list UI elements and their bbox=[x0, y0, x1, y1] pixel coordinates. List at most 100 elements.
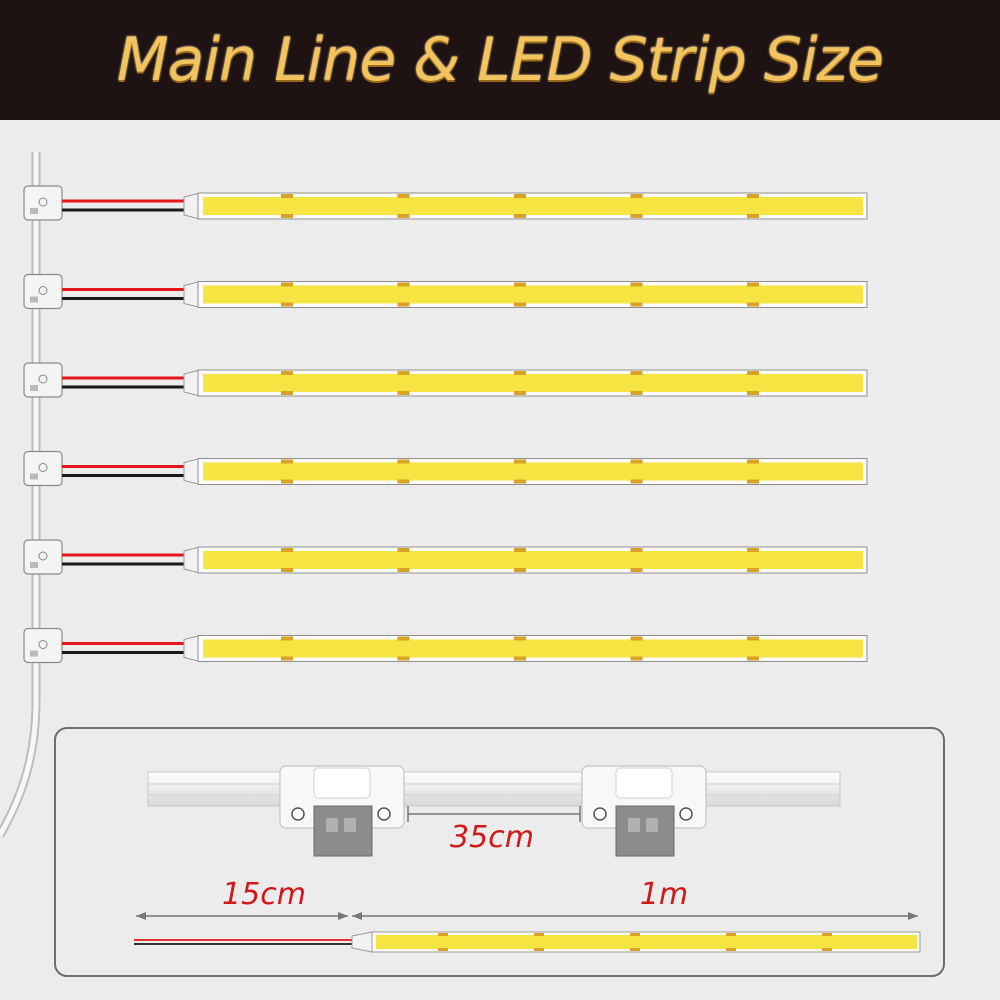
cut-pad bbox=[630, 214, 643, 218]
cut-pad bbox=[630, 391, 643, 395]
cut-pad bbox=[397, 479, 410, 484]
cut-pad bbox=[630, 636, 643, 641]
detail-box bbox=[54, 727, 945, 977]
cut-pad bbox=[281, 282, 293, 287]
cut-pad bbox=[747, 391, 759, 395]
detail-t-connector bbox=[581, 765, 707, 857]
cut-pad bbox=[438, 933, 448, 936]
cut-pad bbox=[747, 194, 759, 198]
cut-pad bbox=[747, 302, 759, 307]
cut-pad bbox=[514, 636, 526, 641]
cut-pad bbox=[630, 302, 643, 307]
spacing-dimension bbox=[407, 806, 581, 822]
cut-pad bbox=[397, 568, 410, 572]
cut-pad bbox=[514, 214, 526, 218]
page-title: Main Line & LED Strip Size bbox=[116, 25, 884, 95]
cut-pad bbox=[747, 214, 759, 218]
cut-pad bbox=[514, 194, 526, 198]
cut-pad bbox=[281, 459, 293, 464]
cut-pad bbox=[397, 656, 410, 661]
cut-pad bbox=[514, 302, 526, 307]
led-strip bbox=[23, 539, 868, 575]
spacing-label: 35cm bbox=[450, 820, 534, 855]
cut-pad bbox=[281, 214, 293, 218]
cut-pad bbox=[630, 548, 643, 552]
cut-pad bbox=[747, 656, 759, 661]
led-light bbox=[203, 285, 863, 304]
cut-pad bbox=[514, 282, 526, 287]
cut-pad bbox=[747, 479, 759, 484]
length-dimensions bbox=[136, 912, 918, 920]
cut-pad bbox=[514, 656, 526, 661]
cut-pad bbox=[726, 933, 736, 936]
cut-pad bbox=[438, 948, 448, 951]
strip-length-label: 1m bbox=[639, 877, 689, 912]
cut-pad bbox=[514, 371, 526, 375]
cut-pad bbox=[822, 933, 832, 936]
cut-pad bbox=[630, 371, 643, 375]
t-connector bbox=[23, 627, 63, 664]
sample-led-strip bbox=[134, 931, 921, 953]
cut-pad bbox=[281, 479, 293, 484]
t-connector bbox=[23, 273, 63, 310]
main-line-ribbon bbox=[147, 771, 841, 807]
led-strips bbox=[23, 185, 868, 664]
cut-pad bbox=[397, 371, 410, 375]
led-light bbox=[203, 551, 863, 569]
cut-pad bbox=[281, 391, 293, 395]
cut-pad bbox=[630, 194, 643, 198]
cut-pad bbox=[630, 282, 643, 287]
cut-pad bbox=[514, 479, 526, 484]
cut-pad bbox=[397, 391, 410, 395]
cut-pad bbox=[822, 948, 832, 951]
cut-pad bbox=[630, 948, 640, 951]
cut-pad bbox=[630, 459, 643, 464]
cut-pad bbox=[630, 933, 640, 936]
led-light bbox=[203, 197, 863, 215]
cut-pad bbox=[281, 548, 293, 552]
cut-pad bbox=[747, 282, 759, 287]
header-banner: Main Line & LED Strip Size bbox=[0, 0, 1000, 120]
cut-pad bbox=[726, 948, 736, 951]
led-light bbox=[203, 374, 863, 392]
cut-pad bbox=[630, 656, 643, 661]
cut-pad bbox=[281, 656, 293, 661]
cut-pad bbox=[397, 214, 410, 218]
cut-pad bbox=[397, 548, 410, 552]
led-light bbox=[203, 462, 863, 481]
cut-pad bbox=[630, 568, 643, 572]
led-strip bbox=[23, 450, 868, 487]
cut-pad bbox=[397, 302, 410, 307]
led-strip bbox=[23, 627, 868, 664]
cut-pad bbox=[747, 371, 759, 375]
main-line-cable bbox=[0, 152, 41, 838]
cut-pad bbox=[514, 391, 526, 395]
led-strip bbox=[23, 362, 868, 398]
cut-pad bbox=[397, 459, 410, 464]
cut-pad bbox=[747, 568, 759, 572]
cut-pad bbox=[534, 933, 544, 936]
cut-pad bbox=[281, 371, 293, 375]
cut-pad bbox=[397, 636, 410, 641]
cut-pad bbox=[747, 548, 759, 552]
cut-pad bbox=[281, 568, 293, 572]
cut-pad bbox=[514, 568, 526, 572]
cut-pad bbox=[281, 636, 293, 641]
detail-t-connector bbox=[279, 765, 405, 857]
lead-length-label: 15cm bbox=[222, 877, 306, 912]
t-connector bbox=[23, 185, 63, 221]
led-light bbox=[203, 639, 863, 658]
cut-pad bbox=[397, 194, 410, 198]
cut-pad bbox=[397, 282, 410, 287]
t-connector bbox=[23, 362, 63, 398]
led-strip bbox=[23, 185, 868, 221]
t-connector bbox=[23, 450, 63, 487]
led-strip bbox=[23, 273, 868, 310]
cut-pad bbox=[281, 194, 293, 198]
cut-pad bbox=[514, 459, 526, 464]
cut-pad bbox=[514, 548, 526, 552]
cut-pad bbox=[281, 302, 293, 307]
cut-pad bbox=[747, 459, 759, 464]
cut-pad bbox=[534, 948, 544, 951]
